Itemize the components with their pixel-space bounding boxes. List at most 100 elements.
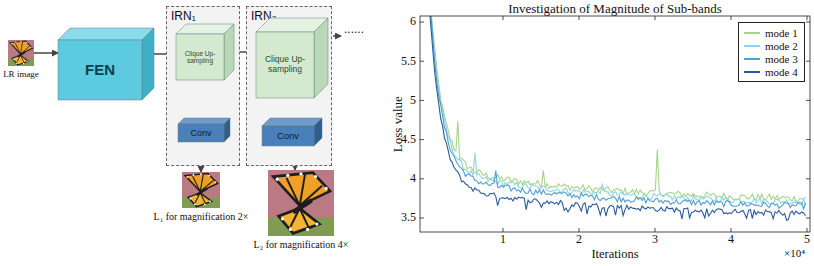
tick-label: 5 <box>410 94 416 107</box>
wing-spot <box>200 173 202 175</box>
block-label-box: Clique Up-sampling <box>256 32 314 98</box>
cube-side-face <box>314 118 322 146</box>
wing-spot <box>26 42 27 43</box>
legend-swatch <box>744 32 760 34</box>
legend-text: mode 1 <box>765 27 798 39</box>
wing-vein <box>300 208 309 228</box>
legend-row: mode 1 <box>744 26 798 39</box>
butterfly-body <box>18 52 25 57</box>
plot-frame <box>420 16 810 232</box>
upsampling-block: Clique Up-sampling <box>176 24 234 80</box>
butterfly-image <box>8 40 34 66</box>
wing <box>188 193 212 207</box>
wing-spot <box>289 228 292 231</box>
legend-row: mode 4 <box>744 65 798 78</box>
block-label: Clique Up-sampling <box>176 50 224 65</box>
y-tick <box>806 61 810 62</box>
legend-box: mode 1mode 2mode 3mode 4 <box>738 22 805 82</box>
x-tick <box>731 228 732 232</box>
block-label-box: Conv <box>262 126 314 146</box>
wing <box>273 173 330 206</box>
tick-label: 4 <box>728 233 734 246</box>
flower-background <box>182 172 220 208</box>
block-label: Conv <box>190 128 211 138</box>
cube-side-face <box>314 18 328 98</box>
legend-swatch <box>744 58 760 60</box>
loss-curve <box>429 16 805 205</box>
cube-top-face <box>178 118 230 124</box>
block-label-box: Conv <box>178 124 224 142</box>
legend-swatch <box>744 71 760 73</box>
cube-top-face <box>262 118 322 126</box>
wing-spot <box>186 176 188 178</box>
legend-text: mode 4 <box>765 66 798 78</box>
wing <box>185 173 218 191</box>
wing-spot <box>13 59 14 60</box>
y-tick <box>806 178 810 179</box>
wing-spot <box>204 204 206 206</box>
axis-title: Iterations <box>591 248 638 262</box>
y-tick <box>420 22 424 23</box>
cube-front-face <box>58 40 142 100</box>
wing-spot <box>189 198 191 200</box>
continuation-arrow <box>333 35 341 37</box>
block-label: Clique Up-sampling <box>256 55 314 75</box>
tick-label: 6 <box>410 15 416 28</box>
upsampling-block: Clique Up-sampling <box>256 18 328 98</box>
tick-label: 5.5 <box>401 55 416 68</box>
cube-top-face <box>58 28 154 40</box>
continuation-dots: ...... <box>344 23 364 36</box>
cube-side-face <box>224 118 230 142</box>
block-label-box: Clique Up-sampling <box>176 34 224 80</box>
wing-spot <box>306 228 309 231</box>
legend-row: mode 2 <box>744 39 798 52</box>
wing-spot <box>16 63 17 64</box>
output-image: L₁ for magnification 2× <box>182 172 220 208</box>
tick-label: 4.5 <box>401 133 416 146</box>
wing-spot <box>281 217 284 220</box>
reconstruction-group: IRN₂Clique Up-samplingConv <box>246 6 332 166</box>
axis-multiplier: ×10⁴ <box>784 247 805 259</box>
x-tick <box>579 228 580 232</box>
legend-row: mode 3 <box>744 52 798 65</box>
butterfly-body <box>293 200 311 212</box>
cube-front-face <box>176 34 224 80</box>
input-image: LR image <box>8 40 34 66</box>
tick-label: 1 <box>500 233 506 246</box>
wing-spot <box>192 174 194 176</box>
cube-side-face <box>224 24 234 80</box>
legend-swatch <box>744 45 760 47</box>
flower-background <box>8 40 34 66</box>
conv-block: Conv <box>178 118 230 142</box>
y-tick <box>806 100 810 101</box>
legend-text: mode 2 <box>765 40 798 52</box>
wing-spot <box>314 175 317 178</box>
cube-side-face <box>142 28 154 100</box>
loss-curves <box>429 16 805 220</box>
tick-label: 3.5 <box>401 211 416 224</box>
wing <box>279 208 320 233</box>
loss-curve <box>429 16 805 220</box>
wing-spot <box>276 178 279 181</box>
x-tick <box>503 228 504 232</box>
tick-label: 5 <box>804 233 810 246</box>
butterfly-image <box>182 172 220 208</box>
wing-spot <box>23 63 24 64</box>
block-label-box: FEN <box>58 40 142 100</box>
x-tick <box>655 228 656 232</box>
wing-vein <box>20 55 24 63</box>
flow-arrow <box>34 52 58 54</box>
wing-spot <box>208 175 210 177</box>
wing-spot <box>214 181 216 183</box>
x-tick <box>579 16 580 20</box>
wing-spot <box>209 201 211 203</box>
block-label: FEN <box>85 61 115 78</box>
tick-label: 4 <box>410 172 416 185</box>
cube-front-face <box>262 126 314 146</box>
wing-spot <box>315 222 318 225</box>
y-tick <box>420 100 424 101</box>
wing-spot <box>194 204 196 206</box>
butterfly-body <box>196 189 207 195</box>
x-tick <box>655 16 656 20</box>
image-caption: L₁ for magnification 2× <box>154 211 249 222</box>
